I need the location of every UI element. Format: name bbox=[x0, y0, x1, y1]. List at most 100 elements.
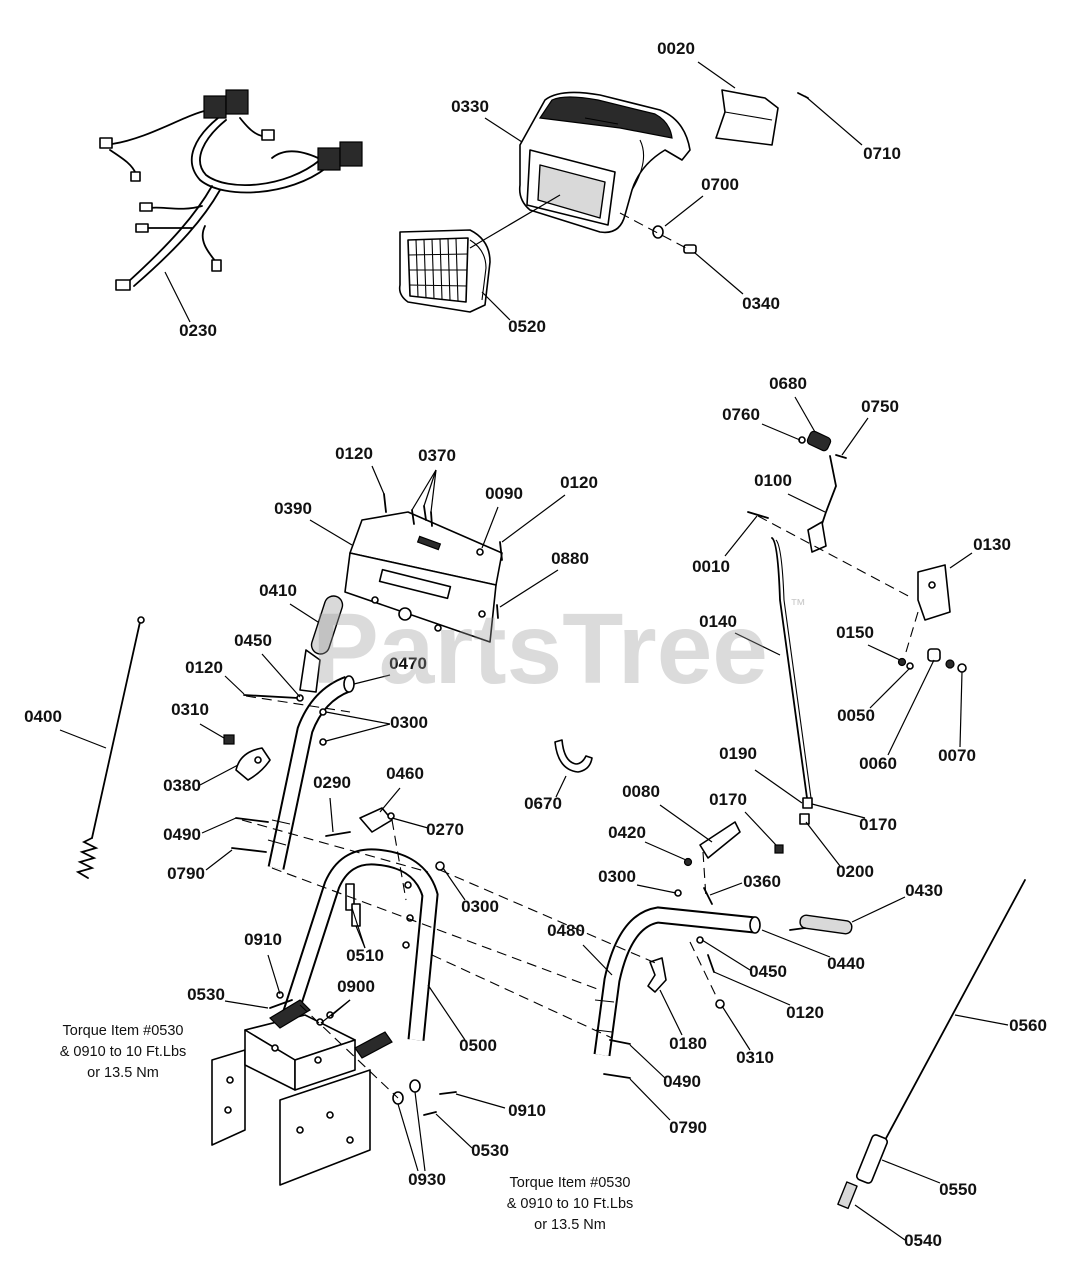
torque-note-line: Torque Item #0530 bbox=[510, 1175, 631, 1191]
harness-wire bbox=[133, 189, 221, 287]
nut bbox=[476, 548, 484, 556]
leader-line bbox=[455, 1093, 506, 1109]
grip-tab bbox=[789, 927, 806, 931]
harness-connector bbox=[339, 141, 363, 167]
panel-hole bbox=[434, 624, 442, 632]
hand-grip bbox=[789, 914, 853, 935]
callout-0500: 0500 bbox=[459, 1036, 497, 1055]
dash-panel bbox=[344, 511, 503, 643]
cable-guide-bracket bbox=[359, 807, 393, 833]
leader-line bbox=[851, 896, 906, 923]
callout-0330: 0330 bbox=[451, 97, 489, 116]
bolt bbox=[235, 817, 269, 823]
harness-wire bbox=[201, 225, 217, 263]
leader-line bbox=[694, 252, 744, 295]
leader-line bbox=[787, 493, 826, 513]
right-handle-hardware bbox=[603, 821, 741, 1079]
nut bbox=[387, 812, 395, 820]
assembly-line bbox=[689, 941, 719, 1001]
nut bbox=[774, 844, 784, 854]
frame-hole bbox=[226, 1076, 234, 1084]
leader-line bbox=[664, 195, 704, 227]
callout-0470: 0470 bbox=[389, 654, 427, 673]
torque-note-line: or 13.5 Nm bbox=[534, 1217, 606, 1233]
leader-line bbox=[397, 1103, 419, 1172]
leader-line bbox=[867, 644, 901, 661]
leader-line bbox=[805, 821, 841, 867]
screw bbox=[411, 509, 415, 525]
callout-0370: 0370 bbox=[418, 446, 456, 465]
leader-line bbox=[469, 194, 561, 249]
harness-wire bbox=[149, 205, 203, 210]
callout-0360: 0360 bbox=[743, 872, 781, 891]
lever-knob bbox=[806, 430, 832, 452]
callout-0750: 0750 bbox=[861, 397, 899, 416]
callout-0930: 0930 bbox=[408, 1170, 446, 1189]
callout-0790: 0790 bbox=[669, 1118, 707, 1137]
leader-line bbox=[721, 1005, 751, 1051]
callout-0010: 0010 bbox=[692, 557, 730, 576]
leader-line bbox=[501, 494, 566, 543]
leader-line bbox=[644, 841, 687, 861]
nut bbox=[945, 659, 955, 669]
torque-note-right: Torque Item #0530 & 0910 to 10 Ft.Lbs or… bbox=[507, 1175, 634, 1233]
leader-line bbox=[713, 971, 791, 1006]
bracket-hole bbox=[254, 756, 262, 764]
cable-end bbox=[837, 1181, 858, 1210]
harness-wire bbox=[271, 150, 319, 159]
callout-0520: 0520 bbox=[508, 317, 546, 336]
harness-plug bbox=[139, 202, 153, 212]
callout-0300: 0300 bbox=[461, 897, 499, 916]
watermark: PartsTree ™ bbox=[312, 593, 806, 705]
callout-0680: 0680 bbox=[769, 374, 807, 393]
assembly-line bbox=[391, 819, 407, 901]
leader-line bbox=[959, 671, 963, 748]
leader-line bbox=[224, 675, 245, 695]
rod bbox=[771, 537, 808, 799]
callout-0180: 0180 bbox=[669, 1034, 707, 1053]
nut bbox=[319, 708, 327, 716]
leader-line bbox=[701, 939, 751, 971]
callout-0080: 0080 bbox=[622, 782, 660, 801]
leader-line bbox=[199, 723, 225, 739]
leader-line bbox=[697, 61, 736, 89]
harness-plug bbox=[99, 137, 113, 149]
torque-note-line: Torque Item #0530 bbox=[63, 1023, 184, 1039]
cable-spring bbox=[75, 837, 99, 879]
leader-line bbox=[267, 954, 281, 995]
frame-hole bbox=[314, 1056, 322, 1064]
frame-hole bbox=[296, 1126, 304, 1134]
leader-line bbox=[709, 882, 743, 896]
callout-0230: 0230 bbox=[179, 321, 217, 340]
bolt bbox=[747, 511, 769, 519]
handle-hole bbox=[402, 941, 410, 949]
leader-line bbox=[854, 1204, 906, 1241]
cable bbox=[91, 621, 141, 839]
bolt bbox=[609, 1039, 631, 1045]
cable-sleeve bbox=[855, 1134, 889, 1184]
lever-bracket bbox=[299, 649, 321, 693]
nut bbox=[319, 738, 327, 746]
assembly-line bbox=[757, 515, 913, 599]
leader-line bbox=[761, 423, 801, 441]
leader-line bbox=[224, 1000, 269, 1009]
housing-slot bbox=[584, 117, 619, 125]
assembly-line bbox=[702, 851, 707, 899]
leader-line bbox=[659, 989, 683, 1036]
leader-line bbox=[629, 1044, 666, 1079]
callout-labels: 0020 0710 0330 0700 0340 0520 0230 0680 … bbox=[24, 39, 1047, 1250]
callout-0050: 0050 bbox=[837, 706, 875, 725]
leader-line bbox=[744, 811, 777, 846]
panel-hole bbox=[371, 596, 379, 604]
callout-0700: 0700 bbox=[701, 175, 739, 194]
leader-line bbox=[754, 769, 803, 804]
screw bbox=[496, 604, 499, 619]
leader-line bbox=[201, 817, 237, 834]
headlight-lens bbox=[398, 229, 491, 313]
callout-0120: 0120 bbox=[786, 1003, 824, 1022]
callout-0120: 0120 bbox=[335, 444, 373, 463]
leader-line bbox=[954, 1014, 1009, 1026]
leader-line bbox=[391, 817, 429, 829]
bolt bbox=[439, 1091, 457, 1095]
